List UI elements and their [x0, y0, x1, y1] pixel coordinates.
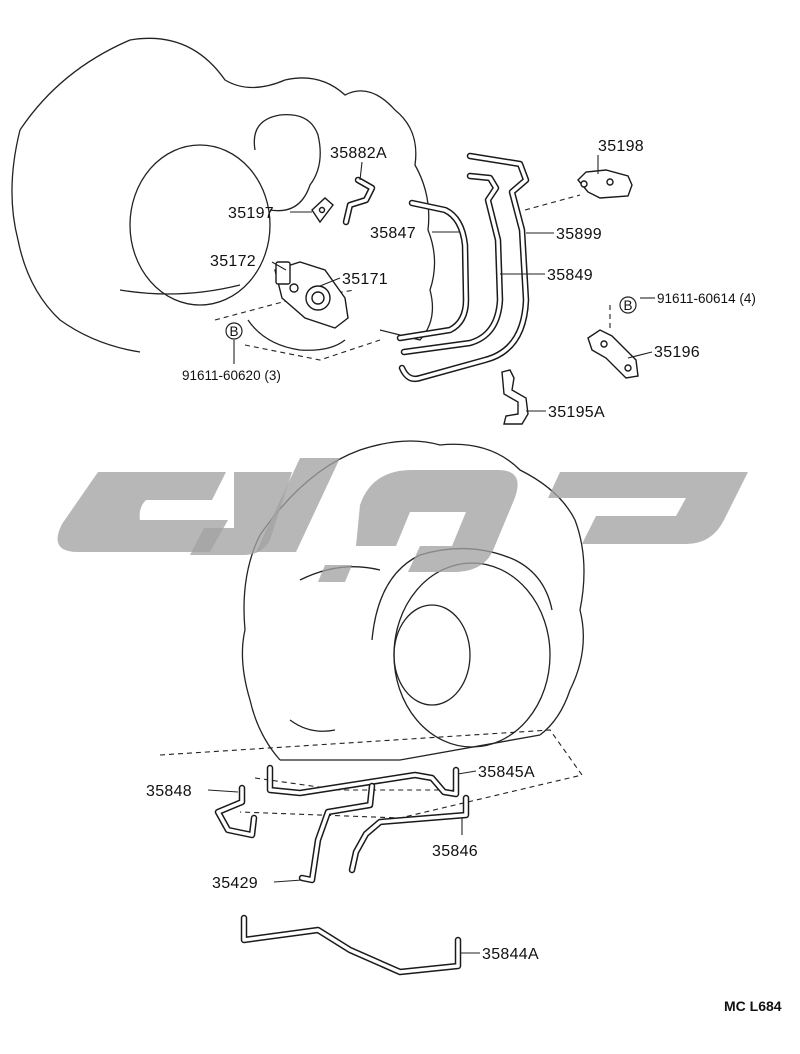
part-35196-bracket [587, 329, 639, 379]
watermark-logo [57, 458, 748, 582]
part-35846-pipe [348, 794, 470, 874]
part-35429-pipe [298, 782, 376, 884]
callout-35429: 35429 [212, 875, 258, 892]
callout-35197: 35197 [228, 205, 274, 222]
callout-35171: 35171 [342, 271, 388, 288]
callout-35844A: 35844A [482, 946, 539, 963]
callout-35899: 35899 [556, 226, 602, 243]
part-35848-pipe [214, 784, 258, 839]
leader-lines [207, 155, 655, 954]
svg-text:B: B [623, 298, 632, 313]
callout-35198: 35198 [598, 138, 644, 155]
upper-transaxle-case [11, 37, 436, 353]
callout-35848: 35848 [146, 783, 192, 800]
callout-91611-60614: 91611-60614 (4) [657, 291, 756, 306]
callout-35196: 35196 [654, 344, 700, 361]
part-35882A-hose [342, 176, 376, 226]
diagram-code: MC L684 [724, 998, 782, 1014]
marker-b-upper: B [619, 296, 637, 314]
part-35849-pipe [400, 172, 504, 356]
part-35198-bracket [577, 169, 633, 199]
callout-35882A: 35882A [330, 145, 387, 162]
part-35197-clamp [311, 197, 334, 224]
callout-35845A: 35845A [478, 764, 535, 781]
part-35195A-bracket [501, 369, 529, 425]
callout-labels: 35198 35882A 35197 35847 35899 35172 351… [146, 138, 756, 963]
part-35171-valve-body [274, 261, 349, 329]
part-35847-pipe [396, 199, 470, 342]
callout-35172: 35172 [210, 253, 256, 270]
callout-35847: 35847 [370, 225, 416, 242]
part-35899-pipe [398, 152, 530, 383]
callout-35849: 35849 [547, 267, 593, 284]
part-35845A-pipe [266, 764, 460, 798]
callout-35846: 35846 [432, 843, 478, 860]
callout-91611-60620: 91611-60620 (3) [182, 368, 281, 383]
callout-35195A: 35195A [548, 404, 605, 421]
part-35844A-pipe [240, 914, 462, 976]
marker-b-lower: B [225, 322, 243, 340]
svg-text:B: B [229, 324, 238, 339]
